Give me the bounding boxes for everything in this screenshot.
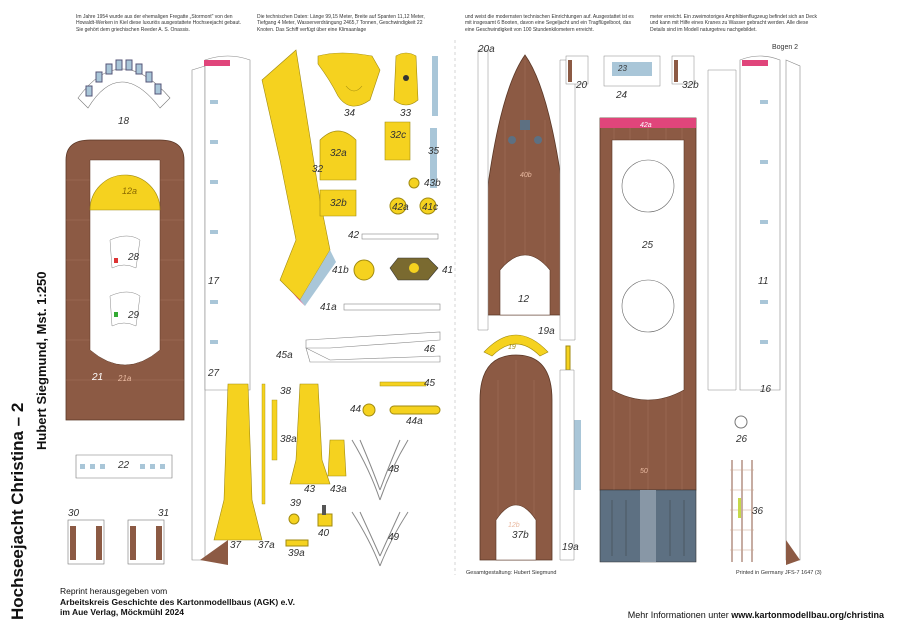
more-info-prefix: Mehr Informationen unter xyxy=(627,610,732,620)
label-21a-aft: 12b xyxy=(508,522,520,529)
label-44: 44 xyxy=(350,404,362,415)
label-22: 22 xyxy=(118,460,130,471)
label-50: 36 xyxy=(752,506,764,517)
label-11: 25 xyxy=(642,240,654,251)
label-37: 37 xyxy=(230,540,242,551)
label-48: 48 xyxy=(388,464,400,475)
reprint-block: Reprint herausgegeben vom Arbeitskreis G… xyxy=(60,586,320,618)
label-17: 17 xyxy=(208,276,220,287)
label-38: 38 xyxy=(280,386,292,397)
label-45: 45 xyxy=(424,378,436,389)
label-39: 39 xyxy=(290,498,302,509)
more-info-link[interactable]: www.kartonmodellbau.org/christina xyxy=(731,610,884,620)
bogen-label: Bogen 2 xyxy=(772,44,799,51)
label-12: 12 xyxy=(518,294,530,305)
label-23: 24 xyxy=(616,90,628,101)
label-40: 40 xyxy=(318,528,330,539)
reprint-line-2: Arbeitskreis Geschichte des Kartonmodell… xyxy=(60,596,295,607)
label-45a: 45a xyxy=(276,350,293,361)
label-12a: 12a xyxy=(122,186,138,196)
label-20: 19a xyxy=(562,542,579,553)
label-30: 30 xyxy=(68,508,80,519)
label-46: 46 xyxy=(424,344,436,355)
label-21: 21 xyxy=(92,372,104,383)
reprint-line-1: Reprint herausgegeben vom xyxy=(60,586,168,596)
label-43a: 43a xyxy=(330,484,347,495)
label-41a: 41a xyxy=(320,302,337,313)
label-32a: 32a xyxy=(330,148,347,159)
intro-col-3: und weist die modernsten technischen Ein… xyxy=(465,14,634,33)
label-42a-deck: 40b xyxy=(520,172,532,179)
label-41b: 41b xyxy=(332,265,349,276)
label-36: 26 xyxy=(736,434,748,445)
label-44a: 44a xyxy=(406,416,423,427)
label-37a: 37a xyxy=(258,540,275,551)
label-25: 32b xyxy=(682,80,699,91)
intro-col-2: Die technischen Daten: Länge 99,15 Meter… xyxy=(257,14,425,33)
reprint-line-3: im Aue Verlag, Möckmühl 2024 xyxy=(60,607,184,617)
label-31: 31 xyxy=(158,508,170,519)
label-33: 33 xyxy=(400,108,412,119)
label-40b: 50 xyxy=(640,468,648,475)
label-38a: 38a xyxy=(280,434,297,445)
label-32: 32 xyxy=(312,164,324,175)
label-24: 20 xyxy=(576,80,588,91)
label-20a: 20a xyxy=(478,44,495,55)
label-42a: 42a xyxy=(392,202,409,213)
credit-printed: Printed in Germany JFS-7 1647 (3) xyxy=(736,570,822,576)
label-29: 29 xyxy=(128,310,140,321)
label-19a-inner: 19 xyxy=(508,344,516,351)
label-43: 43 xyxy=(304,484,316,495)
label-43b: 43b xyxy=(424,178,441,189)
credit-design: Gesamtgestaltung: Hubert Siegmund xyxy=(466,570,557,576)
label-12b: 42a xyxy=(640,122,652,129)
part-18-window-strip xyxy=(77,59,171,109)
label-21a: 21a xyxy=(118,374,132,383)
label-32b-right: 23 xyxy=(618,64,627,73)
label-41: 41 xyxy=(442,265,454,276)
label-34: 34 xyxy=(344,108,356,119)
intro-col-4: meter erreicht. Ein zweimotoriges Amphib… xyxy=(650,14,818,33)
label-35: 35 xyxy=(428,146,440,157)
label-18: 18 xyxy=(118,116,130,127)
label-49: 49 xyxy=(388,532,400,543)
more-info: Mehr Informationen unter www.kartonmodel… xyxy=(628,610,884,620)
label-26: 16 xyxy=(760,384,772,395)
label-39a: 39a xyxy=(288,548,305,559)
label-19: 37b xyxy=(512,530,529,541)
label-16: 11 xyxy=(758,276,769,287)
label-41c: 41c xyxy=(422,202,439,213)
label-32b: 32b xyxy=(330,198,347,209)
label-19a: 19a xyxy=(538,326,555,337)
label-32c: 32c xyxy=(390,130,407,141)
label-28: 28 xyxy=(128,252,140,263)
intro-col-1: Im Jahre 1954 wurde aus der ehemaligen F… xyxy=(76,14,241,33)
label-42: 42 xyxy=(348,230,360,241)
label-27: 27 xyxy=(208,368,220,379)
